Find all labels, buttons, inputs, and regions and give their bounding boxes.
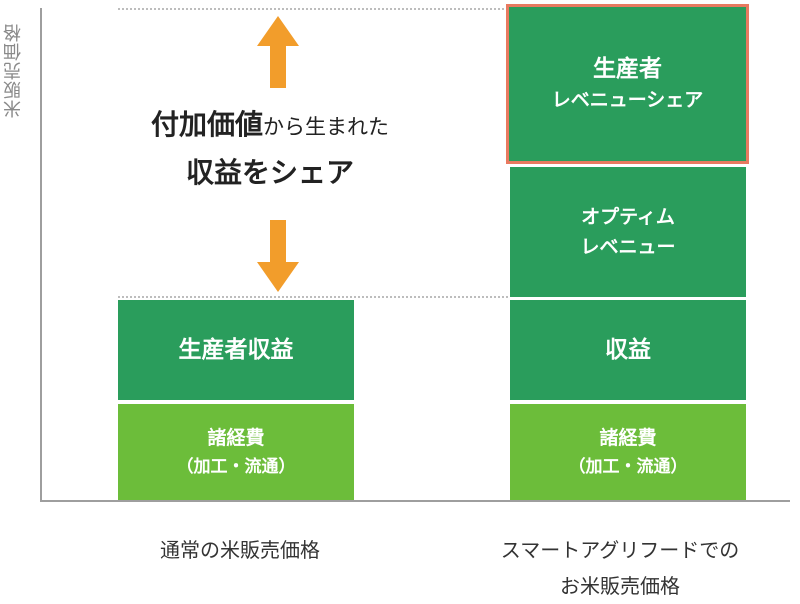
y-axis-line xyxy=(40,8,42,502)
value-share-annotation: 付加価値から生まれた 収益をシェア xyxy=(100,102,440,196)
guide-line-top xyxy=(118,8,508,10)
left-bar-cost-segment: 諸経費 （加工・流通） xyxy=(118,404,354,500)
left-cost-sublabel: （加工・流通） xyxy=(176,457,296,477)
left-revenue-label: 生産者収益 xyxy=(178,337,294,363)
optim-label: オプティム xyxy=(581,206,675,228)
annotation-rest: から生まれた xyxy=(263,115,389,139)
right-caption-line1: スマートアグリフードでの xyxy=(500,538,740,562)
right-bar-caption: スマートアグリフードでの お米販売価格 xyxy=(440,532,800,604)
left-cost-label: 諸経費 xyxy=(207,427,265,449)
right-cost-label: 諸経費 xyxy=(599,427,657,449)
right-cost-sublabel: （加工・流通） xyxy=(568,457,688,477)
arrow-down-icon xyxy=(257,220,299,292)
left-bar-caption: 通常の米販売価格 xyxy=(160,538,320,562)
y-axis-label: 米販売価格 xyxy=(3,22,24,118)
guide-line-middle xyxy=(118,296,508,298)
right-bar-optim-segment: オプティム レベニュー xyxy=(510,167,746,297)
left-bar-revenue-segment: 生産者収益 xyxy=(118,300,354,400)
right-bar-cost-segment: 諸経費 （加工・流通） xyxy=(510,404,746,500)
share-sublabel: レベニューシェア xyxy=(551,89,704,111)
optim-sublabel: レベニュー xyxy=(580,236,676,258)
right-revenue-label: 収益 xyxy=(605,337,651,363)
right-bar-revenue-share-segment: 生産者 レベニューシェア xyxy=(506,4,749,164)
annotation-line2: 収益をシェア xyxy=(185,156,354,189)
arrow-up-icon xyxy=(257,16,299,88)
annotation-emphasis: 付加価値 xyxy=(150,108,263,141)
x-axis-line xyxy=(40,500,790,502)
share-label: 生産者 xyxy=(593,56,662,82)
right-bar-revenue-segment: 収益 xyxy=(510,300,746,400)
right-caption-line2: お米販売価格 xyxy=(560,574,680,598)
